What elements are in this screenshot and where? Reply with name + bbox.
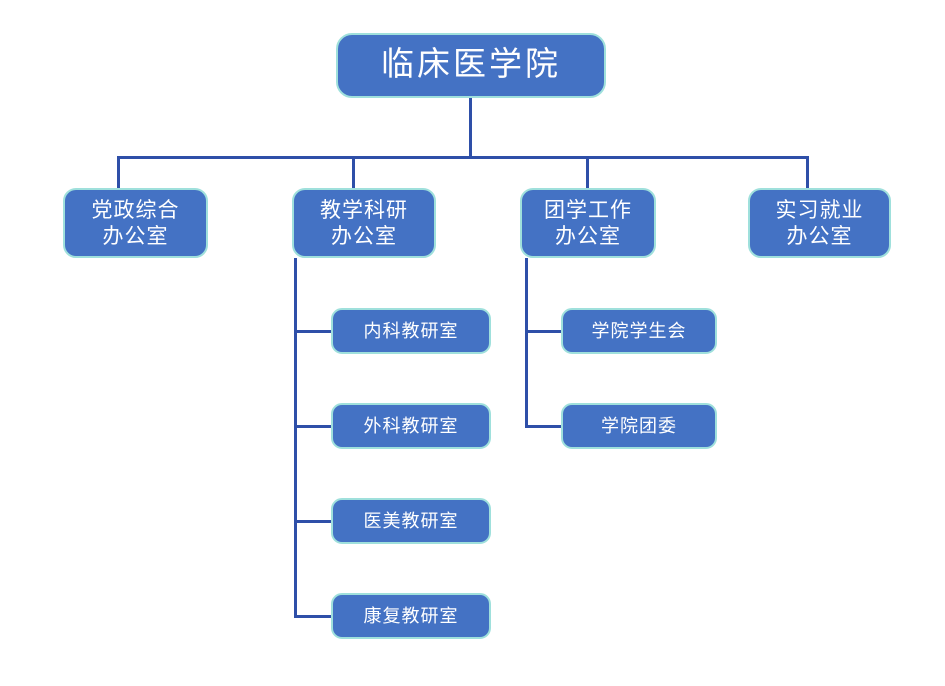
connector-root-bus xyxy=(117,156,809,159)
org-node-dept-teaching-research-office[interactable]: 教学科研 办公室 xyxy=(292,188,436,258)
org-node-sub-surgery-teaching-office[interactable]: 外科教研室 xyxy=(331,403,491,449)
connector-branch-teaching-1 xyxy=(294,330,332,333)
org-node-root[interactable]: 临床医学院 xyxy=(336,33,606,98)
connector-drop-dept-2 xyxy=(352,156,355,189)
connector-spine-teaching-research xyxy=(294,258,297,618)
connector-branch-teaching-2 xyxy=(294,425,332,428)
org-node-sub-rehabilitation-teaching-office[interactable]: 康复教研室 xyxy=(331,593,491,639)
org-node-dept-internship-employment-office[interactable]: 实习就业 办公室 xyxy=(748,188,891,258)
connector-drop-dept-4 xyxy=(806,156,809,189)
connector-branch-teaching-4 xyxy=(294,615,332,618)
org-node-sub-college-youth-league-committee[interactable]: 学院团委 xyxy=(561,403,717,449)
org-node-dept-party-admin-office[interactable]: 党政综合 办公室 xyxy=(63,188,208,258)
connector-spine-student-work xyxy=(525,258,528,428)
connector-drop-dept-1 xyxy=(117,156,120,189)
connector-root-stem xyxy=(469,98,472,158)
org-node-sub-college-student-union[interactable]: 学院学生会 xyxy=(561,308,717,354)
org-node-sub-internal-medicine-teaching-office[interactable]: 内科教研室 xyxy=(331,308,491,354)
org-node-sub-medical-aesthetics-teaching-office[interactable]: 医美教研室 xyxy=(331,498,491,544)
org-node-dept-youth-student-work-office[interactable]: 团学工作 办公室 xyxy=(520,188,656,258)
connector-branch-student-1 xyxy=(525,330,563,333)
connector-branch-student-2 xyxy=(525,425,563,428)
connector-drop-dept-3 xyxy=(586,156,589,189)
connector-branch-teaching-3 xyxy=(294,520,332,523)
